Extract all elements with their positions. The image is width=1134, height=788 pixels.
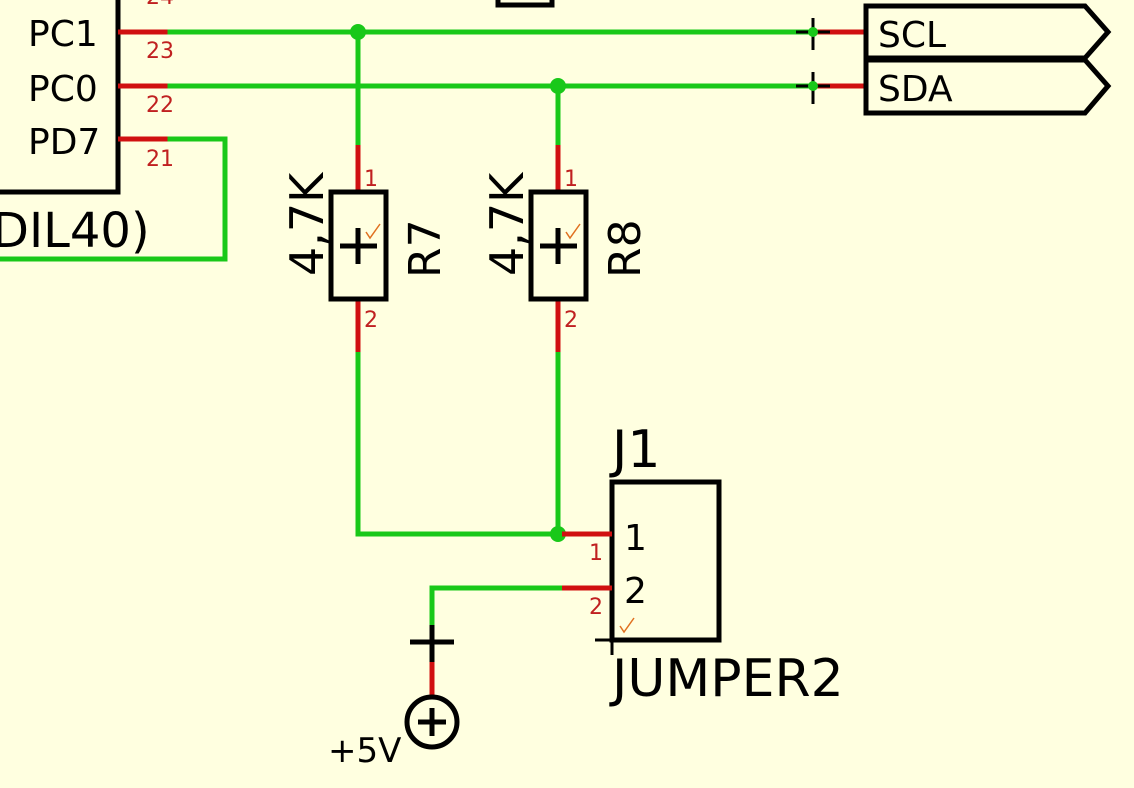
- resistor-r8: 1 2 4,7K R8: [480, 145, 651, 352]
- wire-jumper-pin2: [429, 585, 565, 628]
- mcu-pin-pc1-label: PC1: [28, 14, 98, 55]
- junction-sda: [550, 78, 566, 94]
- r7-check-mark: [365, 223, 381, 240]
- resistor-r7: 1 2 4,7K R7: [280, 145, 451, 352]
- net-sda-flag: [863, 57, 1112, 116]
- r7-ref: R7: [400, 219, 451, 278]
- jumper-j1: J1 1 2 1 2 JUMPER2: [562, 420, 844, 709]
- r8-ref: R8: [600, 219, 651, 278]
- net-scl-flag: [863, 3, 1112, 61]
- power-5v: +5V: [328, 625, 460, 771]
- net-sda-dot: [808, 81, 818, 91]
- mcu-pin-pc0-label: PC0: [28, 69, 98, 110]
- j1-type: JUMPER2: [609, 649, 844, 709]
- j1-pin1-label: 1: [624, 518, 647, 559]
- component-fragment-top: [495, 0, 555, 8]
- r7-body: [328, 189, 389, 302]
- net-scl-text: SCL: [878, 15, 946, 56]
- mcu-pin-pc1-number: 23: [146, 39, 174, 64]
- junction-jumper: [550, 526, 566, 542]
- mcu-body-outline: [0, 0, 121, 195]
- wire-r7-bottom: [355, 349, 565, 537]
- r8-pin2-number: 2: [564, 308, 578, 333]
- power-label: +5V: [328, 731, 401, 771]
- r7-pin2-number: 2: [364, 308, 378, 333]
- j1-pin1-number: 1: [589, 541, 603, 566]
- j1-body: [609, 479, 722, 643]
- power-circle: [404, 694, 460, 750]
- net-scl-dot: [808, 27, 818, 37]
- junction-scl: [350, 24, 366, 40]
- j1-pin2-label: 2: [624, 571, 647, 612]
- mcu-pin-pd7-label: PD7: [28, 122, 100, 163]
- mcu-block: 24 PC1 23 PC0 22 PD7 21 DIL40): [0, 0, 174, 259]
- mcu-top-pin-number: 24: [146, 0, 174, 10]
- mcu-pin-pd7-number: 21: [146, 147, 174, 172]
- r8-pin1-number: 1: [564, 167, 578, 192]
- net-sda-text: SDA: [878, 69, 953, 110]
- net-label-sda: SDA: [796, 57, 1112, 116]
- mcu-package-label: DIL40): [0, 203, 150, 259]
- r8-value: 4,7K: [480, 171, 534, 276]
- r8-body: [528, 189, 589, 302]
- j1-check-mark: [619, 617, 635, 634]
- wire-pd7: [0, 136, 228, 262]
- r8-check-mark: [565, 223, 581, 240]
- j1-pin2-number: 2: [589, 595, 603, 620]
- r7-pin1-number: 1: [364, 167, 378, 192]
- j1-ref: J1: [609, 420, 660, 480]
- net-label-scl: SCL: [796, 3, 1112, 61]
- mcu-pin-pc0-number: 22: [146, 93, 174, 118]
- wires: [0, 29, 815, 628]
- r7-value: 4,7K: [280, 171, 334, 276]
